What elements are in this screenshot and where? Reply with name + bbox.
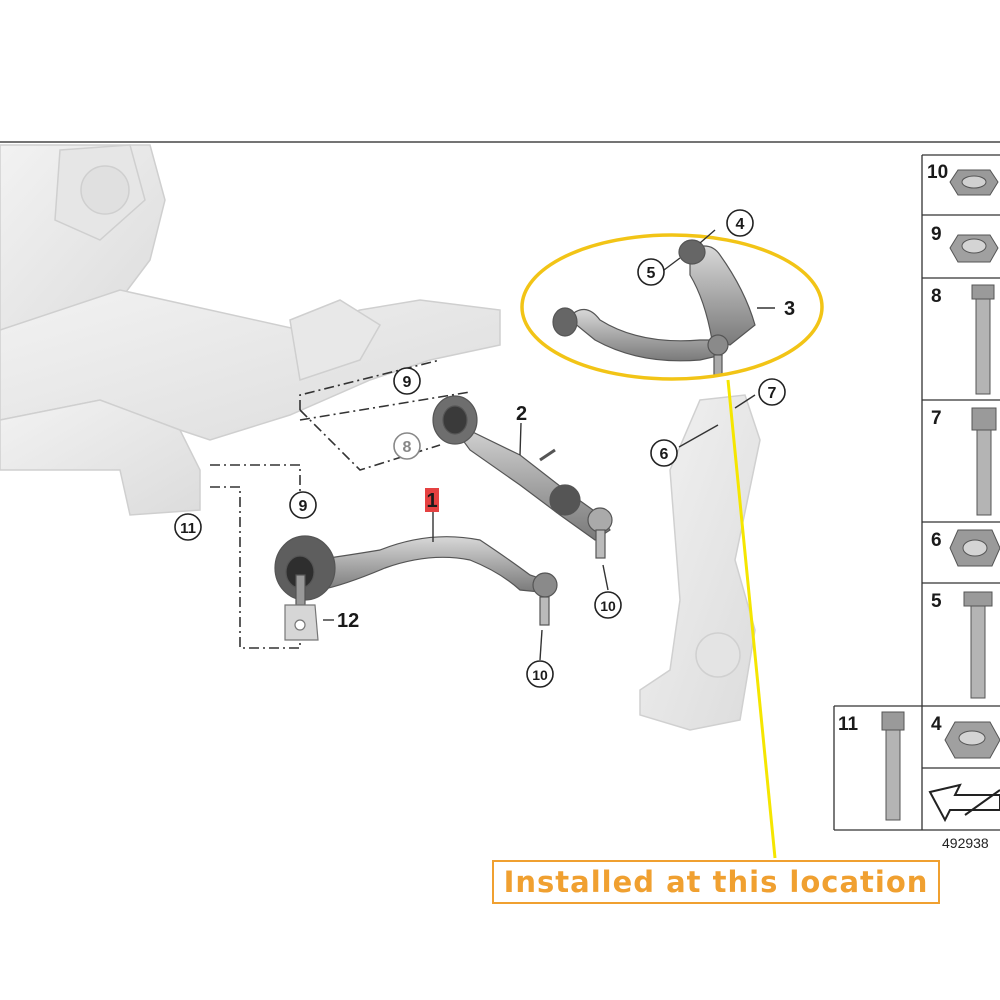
part-label-6: 6 xyxy=(650,439,678,467)
part-leaders xyxy=(323,229,775,661)
svg-text:7: 7 xyxy=(768,385,777,402)
legend-label-4: 4 xyxy=(931,714,942,735)
legend-bolt-7 xyxy=(971,407,997,516)
hardware-legend xyxy=(833,154,1000,831)
legend-bolt-11 xyxy=(881,711,905,821)
legend-items xyxy=(881,169,1000,823)
part-label-7: 7 xyxy=(758,378,786,406)
callout-leader xyxy=(726,379,777,859)
part-label-2: 2 xyxy=(516,403,527,425)
part-label-4: 4 xyxy=(726,209,754,237)
legend-bolt-5 xyxy=(963,591,993,699)
svg-text:5: 5 xyxy=(647,265,656,282)
legend-label-6: 6 xyxy=(931,530,942,551)
part-3-upper-wishbone xyxy=(552,239,756,376)
legend-nut-4 xyxy=(944,721,1000,759)
svg-text:8: 8 xyxy=(403,439,412,456)
part-label-9-lower: 9 xyxy=(289,491,317,519)
installed-location-callout: Installed at this location xyxy=(492,860,940,904)
svg-text:4: 4 xyxy=(736,216,745,233)
legend-bolt-8 xyxy=(971,284,995,395)
knuckle-ghost xyxy=(639,394,761,731)
highlight-ring xyxy=(520,233,824,381)
svg-text:10: 10 xyxy=(532,667,548,683)
part-label-9-upper: 9 xyxy=(393,367,421,395)
part-label-12: 12 xyxy=(337,610,359,632)
svg-text:10: 10 xyxy=(600,598,616,614)
part-label-5: 5 xyxy=(637,258,665,286)
legend-label-7: 7 xyxy=(931,408,942,429)
legend-nut-10 xyxy=(949,169,999,196)
part-label-10-lower: 10 xyxy=(526,660,554,688)
dashed-leaders xyxy=(210,359,471,649)
part-label-3: 3 xyxy=(784,298,795,320)
legend-label-11: 11 xyxy=(838,714,859,735)
legend-arrow-icon xyxy=(928,783,1000,823)
legend-label-5: 5 xyxy=(931,591,942,612)
legend-nut-6 xyxy=(949,529,1000,567)
legend-nut-9 xyxy=(949,234,999,263)
subframe-ghost xyxy=(0,144,501,516)
part-1-wishbone xyxy=(274,535,558,626)
svg-text:9: 9 xyxy=(403,374,412,391)
part-labels: 4 5 3 7 6 9 8 2 1 9 11 12 10 10 xyxy=(174,209,795,688)
legend-labels: 10 9 8 7 6 5 11 4 xyxy=(838,162,948,735)
part-12-bracket xyxy=(284,604,319,641)
legend-label-8: 8 xyxy=(931,286,942,307)
legend-label-9: 9 xyxy=(931,224,942,245)
legend-label-10: 10 xyxy=(927,162,948,183)
part-label-10-upper: 10 xyxy=(594,591,622,619)
svg-text:6: 6 xyxy=(660,446,669,463)
part-label-8: 8 xyxy=(393,432,421,460)
part-label-11: 11 xyxy=(174,513,202,541)
drawing-number: 492938 xyxy=(942,835,989,851)
svg-text:11: 11 xyxy=(180,520,196,537)
part-label-1: 1 xyxy=(425,488,439,512)
svg-text:9: 9 xyxy=(299,498,308,515)
part-2-control-arm xyxy=(432,395,613,559)
svg-text:1: 1 xyxy=(426,490,437,512)
